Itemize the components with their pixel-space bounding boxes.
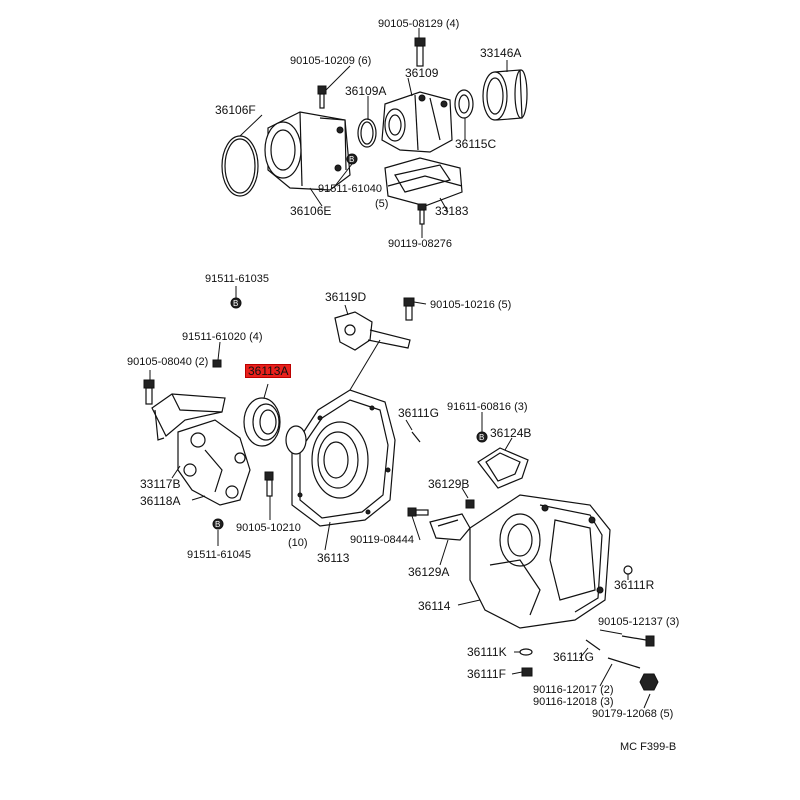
label-90105-12137: 90105-12137 (3) — [598, 616, 680, 628]
label-90116-12017: 90116-12017 (2) — [533, 684, 614, 696]
label-33183: 33183 — [435, 204, 469, 218]
support-36118A — [177, 419, 251, 506]
pin-36111G-bottom — [579, 639, 601, 659]
label-36111K: 36111K — [467, 645, 507, 659]
bracket-33117B — [151, 393, 226, 441]
label-36111F: 36111F — [467, 667, 506, 681]
label-91511-61045: 91511-61045 — [187, 549, 252, 561]
bolt-marker-text: B — [479, 433, 484, 442]
plug-36111F — [511, 667, 533, 677]
label-90105-10210: 90105-10210 — [236, 522, 301, 534]
label-91611-60816: 91611-60816 (3) — [447, 401, 528, 413]
cover-33146A — [482, 69, 528, 121]
shift-lever-36119D — [334, 304, 411, 351]
label-90105-10210-qty: (10) — [288, 537, 308, 549]
label-36111G-bottom: 36111G — [553, 650, 594, 664]
label-90105-10209: 90105-10209 (6) — [290, 55, 372, 67]
bolt-90105-10210 — [264, 471, 274, 520]
pin-36111G-top — [405, 419, 421, 443]
mount-33183 — [384, 157, 463, 207]
leader-36119D — [349, 339, 381, 391]
diagram-code: MC F399-B — [620, 741, 677, 753]
bolt-marker-91511-61045: B — [212, 518, 224, 546]
label-91511-61035: 91511-61035 — [205, 273, 270, 285]
nut-90179-12068 — [639, 673, 659, 709]
bolt-marker-text: B — [349, 155, 354, 164]
label-91511-61040-qty: (5) — [375, 198, 389, 210]
bolt-90119-08444 — [407, 507, 429, 541]
label-91511-61020: 91511-61020 (4) — [182, 331, 263, 343]
leader-lines-left — [171, 465, 206, 501]
label-36114: 36114 — [418, 599, 451, 613]
extension-housing-36114 — [457, 494, 611, 629]
label-36118A: 36118A — [140, 494, 181, 508]
label-36113A-highlighted: 36113A — [245, 364, 292, 378]
label-90119-08276: 90119-08276 — [388, 238, 453, 250]
bearing-36113A — [243, 383, 281, 447]
label-36106F: 36106F — [215, 103, 256, 117]
bolt-marker-91511-61040: B — [346, 153, 358, 165]
bolt-90105-12137 — [599, 629, 655, 647]
bolt-36129B — [461, 487, 475, 509]
washer-36111K — [514, 648, 533, 656]
o-ring-36109A — [357, 118, 377, 148]
label-36111G-top: 36111G — [398, 406, 439, 420]
label-90105-08129: 90105-08129 (4) — [378, 18, 460, 30]
label-36106E: 36106E — [290, 204, 332, 218]
plug-36111R — [623, 565, 633, 580]
label-36129A: 36129A — [408, 565, 450, 579]
stud-90116 — [599, 657, 641, 687]
bracket-36129A — [429, 513, 471, 566]
bolt-90119-08276 — [417, 203, 427, 225]
label-90105-10216: 90105-10216 (5) — [430, 299, 512, 311]
label-90179-12068: 90179-12068 (5) — [592, 708, 674, 720]
label-90119-08444: 90119-08444 — [350, 534, 415, 546]
bolt-91511-61020 — [212, 341, 222, 368]
label-36109: 36109 — [405, 66, 439, 80]
bolt-marker-91511-61035: B — [230, 286, 242, 309]
bolt-90105-08129 — [414, 37, 426, 67]
gasket-36124B — [477, 437, 529, 489]
bolt-90105-10216 — [403, 297, 427, 321]
label-36129B: 36129B — [428, 477, 470, 491]
label-36115C: 36115C — [455, 137, 497, 151]
transfer-case-36113 — [285, 389, 396, 551]
label-33117B: 33117B — [140, 477, 181, 491]
label-36111R: 36111R — [614, 578, 655, 592]
label-33146A: 33146A — [480, 46, 522, 60]
label-91511-61040: 91511-61040 — [318, 183, 383, 195]
label-36119D: 36119D — [325, 290, 367, 304]
bolt-marker-91611-60816: B — [476, 412, 488, 443]
label-90105-08040: 90105-08040 (2) — [127, 356, 209, 368]
housing-36106E — [264, 111, 351, 191]
o-ring-36106F — [221, 135, 259, 197]
label-36124B: 36124B — [490, 426, 532, 440]
leader-lines-top — [239, 28, 508, 238]
label-36109A: 36109A — [345, 84, 387, 98]
bolt-marker-text: B — [233, 299, 238, 308]
label-36113: 36113 — [317, 551, 350, 565]
adaptor-36109 — [381, 91, 453, 153]
oil-seal-36115C — [454, 89, 474, 119]
bolt-marker-text: B — [215, 520, 220, 529]
label-90116-12018: 90116-12018 (3) — [533, 696, 614, 708]
bolt-90105-08040 — [143, 370, 155, 405]
bolt-90105-10209 — [317, 85, 327, 109]
